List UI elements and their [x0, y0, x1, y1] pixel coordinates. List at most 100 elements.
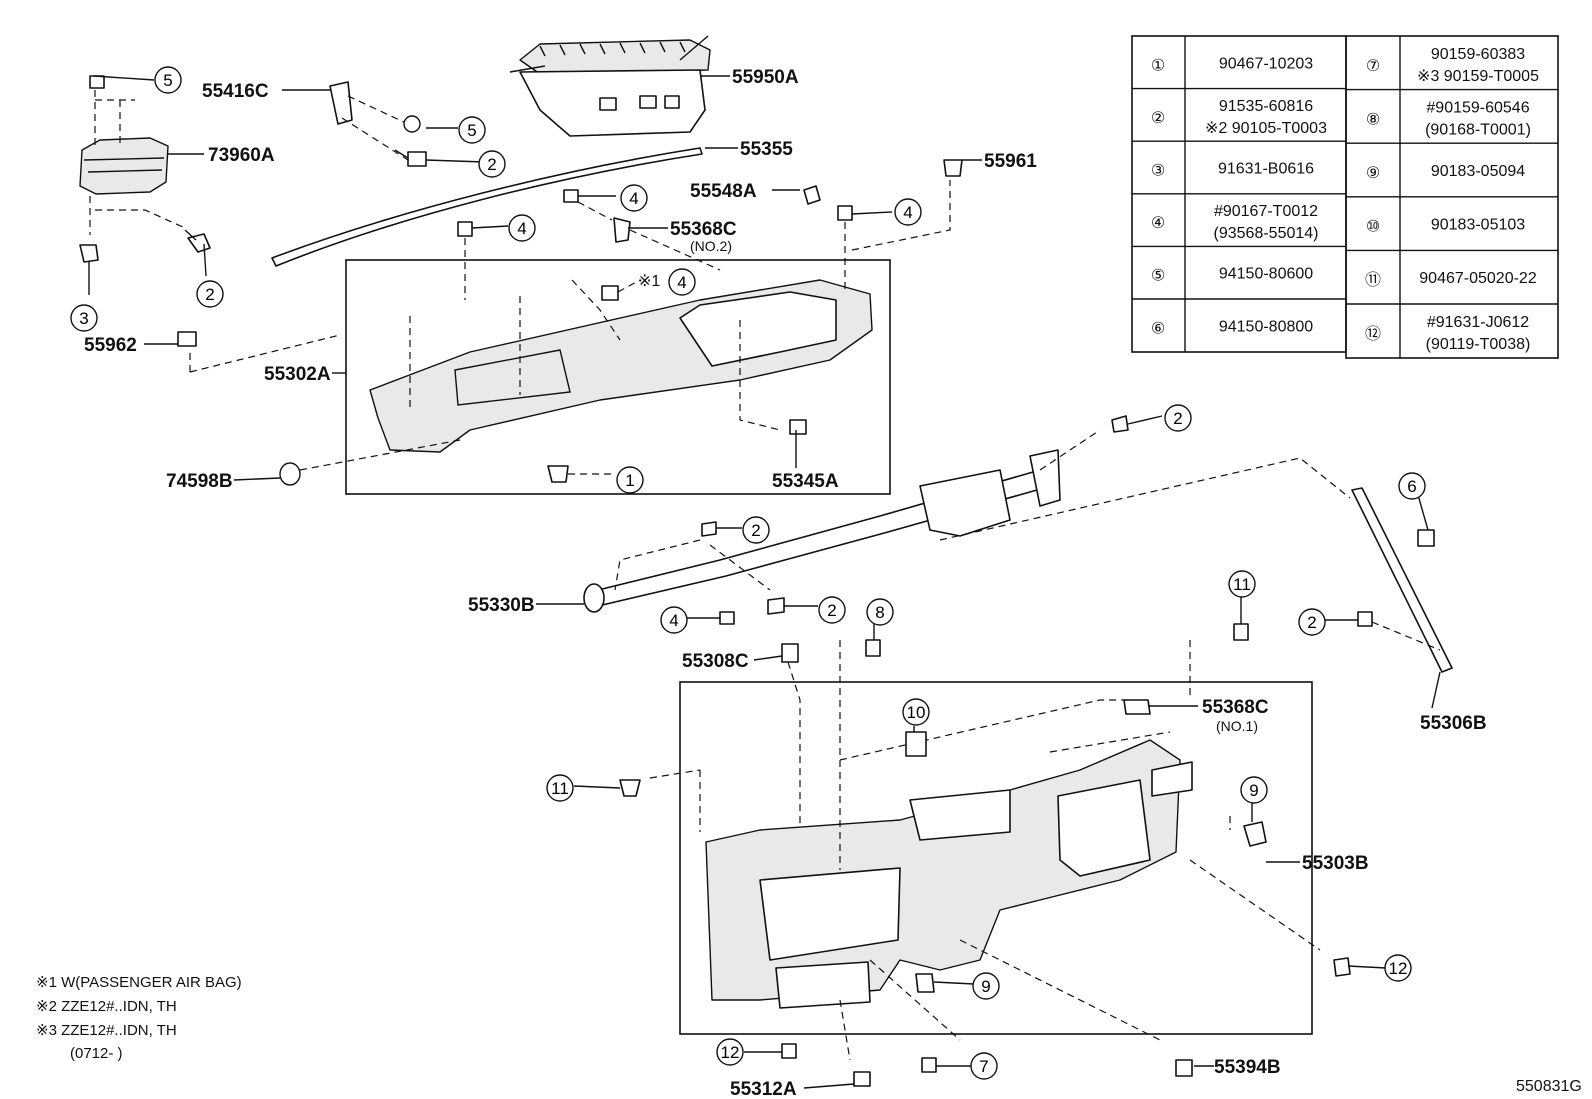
callout-circle: [1398, 472, 1426, 500]
table-number-11: ⑪: [1365, 271, 1381, 289]
fasteners-lower: [619, 623, 1351, 1087]
callout-circle: [660, 606, 688, 634]
label-55548a: 55548A: [690, 181, 757, 202]
callout-number: 2: [1173, 409, 1182, 428]
note-3: ※3 ZZE12#..IDN, TH: [36, 1022, 177, 1039]
callout-circle: [1384, 954, 1412, 982]
table-part-number: 90183-05094: [1431, 163, 1525, 180]
table-number-1: ①: [1151, 57, 1165, 74]
part-73960a-assembly: [79, 75, 211, 295]
label-55355: 55355: [740, 139, 793, 160]
callout-number: 12: [1389, 959, 1408, 978]
callout-number: 5: [163, 71, 172, 90]
callout-number: 8: [875, 603, 884, 622]
table-part-number: #90167-T0012: [1214, 203, 1318, 220]
label-55308c: 55308C: [682, 651, 749, 672]
table-part-number: 90183-05103: [1431, 217, 1525, 234]
box-55303b-group: [649, 640, 1321, 1061]
callout-number: 4: [669, 611, 678, 630]
part-55306b-brace: [1351, 487, 1453, 673]
note-4: (0712- ): [70, 1045, 123, 1062]
table-number-6: ⑥: [1151, 320, 1165, 337]
callout-circle: [972, 972, 1000, 1000]
table-part-number: 90159-60383: [1431, 46, 1525, 63]
callout-circle: [620, 184, 648, 212]
label-73960a: 73960A: [208, 145, 275, 166]
callout-number: 11: [551, 779, 569, 798]
label-55950a: 55950A: [732, 67, 799, 88]
table-part-number: ※2 90105-T0003: [1205, 120, 1327, 137]
callout-number: 1: [625, 471, 634, 490]
label-55330b: 55330B: [468, 595, 535, 616]
label-55368c-top: 55368C: [670, 219, 737, 240]
callout-number: 2: [205, 285, 214, 304]
table-part-number: 91631-B0616: [1218, 161, 1314, 178]
part-55355-strip: [271, 147, 703, 267]
footnotes: ※1 W(PASSENGER AIR BAG) ※2 ZZE12#..IDN, …: [36, 974, 242, 1062]
callout-circle: [668, 268, 696, 296]
note-2: ※2 ZZE12#..IDN, TH: [36, 998, 177, 1015]
callout-circle: [546, 774, 574, 802]
callout-number: 7: [979, 1057, 988, 1076]
callout-circle: [894, 198, 922, 226]
label-55345a: 55345A: [772, 471, 839, 492]
table-number-3: ③: [1151, 163, 1165, 180]
table-number-8: ⑧: [1366, 111, 1380, 128]
callout-circle: [1228, 570, 1256, 598]
callout-circle: [478, 150, 506, 178]
callout-number: 6: [1407, 477, 1416, 496]
label-55368c-top-sub: (NO.2): [690, 238, 732, 254]
label-55312a: 55312A: [730, 1079, 797, 1099]
table-part-number: 94150-80800: [1219, 318, 1313, 335]
table-number-4: ④: [1151, 215, 1165, 232]
table-part-number: (90119-T0038): [1426, 336, 1531, 353]
table-number-5: ⑤: [1151, 268, 1165, 285]
table-part-number: (90168-T0001): [1425, 121, 1531, 138]
table-part-number: #91631-J0612: [1427, 314, 1529, 331]
label-55303b: 55303B: [1302, 853, 1369, 874]
label-55416c: 55416C: [202, 81, 269, 102]
callout-circle: [1164, 404, 1192, 432]
table-number-2: ②: [1151, 110, 1165, 127]
table-part-number: 90467-05020-22: [1419, 270, 1537, 287]
label-55302a: 55302A: [264, 364, 331, 385]
callout-leaders: [93, 75, 1441, 1089]
callout-number: 10: [907, 703, 926, 722]
table-part-number: #90159-60546: [1426, 99, 1529, 116]
box-55302a-group: [177, 259, 891, 495]
callout-number: 4: [903, 203, 912, 222]
note-1: ※1 W(PASSENGER AIR BAG): [36, 974, 242, 991]
table-part-number: 94150-80600: [1219, 266, 1313, 283]
callout-circle: [742, 516, 770, 544]
callout-number: 5: [467, 121, 476, 140]
label-55306b: 55306B: [1420, 713, 1487, 734]
label-55368c-bot-sub: (NO.1): [1216, 718, 1258, 734]
callout-number: 3: [79, 309, 88, 328]
part-55950a-duct: [509, 35, 711, 137]
callout-circle: [508, 214, 536, 242]
label-74598b: 74598B: [166, 471, 233, 492]
callout-circle: [1240, 776, 1268, 804]
callout-number: 9: [981, 977, 990, 996]
callout-number: 4: [677, 273, 686, 292]
callout-circle: [866, 598, 894, 626]
callout-number: 2: [827, 601, 836, 620]
label-mark-x1: ※1: [638, 273, 660, 290]
callout-number: 2: [751, 521, 760, 540]
callout-circle: [616, 466, 644, 494]
part-55330b-beam: [583, 415, 1351, 850]
label-55394b: 55394B: [1214, 1057, 1281, 1078]
callout-number: 2: [1307, 613, 1316, 632]
callout-number: 9: [1249, 781, 1258, 800]
callout-circle: [458, 116, 486, 144]
callout-circle: [1298, 608, 1326, 636]
table-number-7: ⑦: [1366, 58, 1380, 75]
callout-circle: [902, 698, 930, 726]
table-number-12: ⑫: [1365, 325, 1381, 343]
callout-number: 4: [517, 219, 526, 238]
callout-circle: [154, 66, 182, 94]
callout-number: 4: [629, 189, 638, 208]
